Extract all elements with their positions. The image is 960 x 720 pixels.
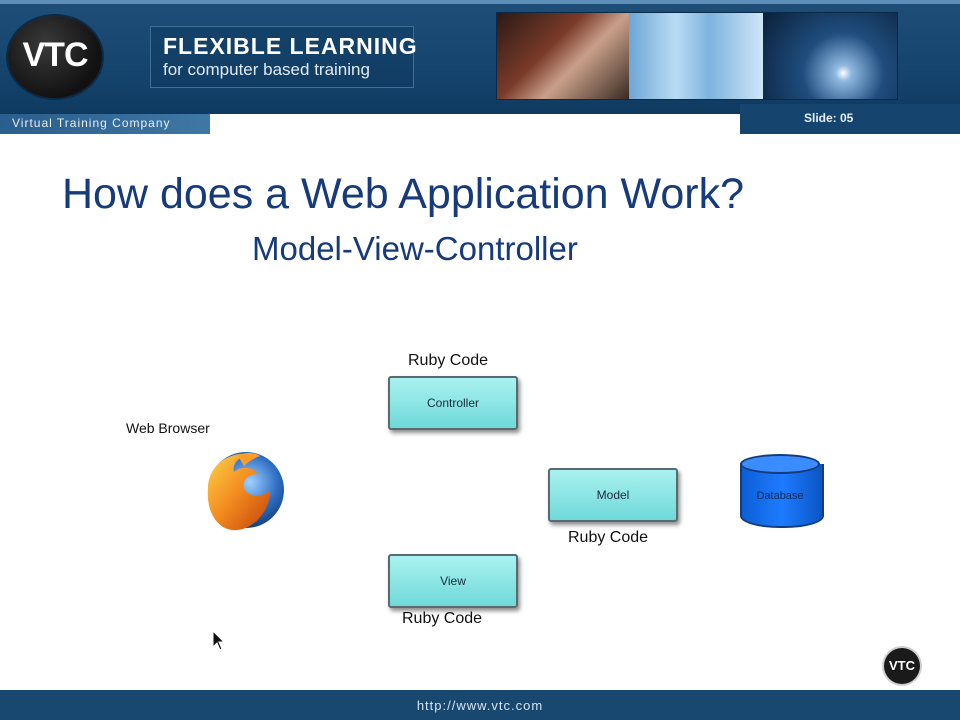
model-caption: Ruby Code: [568, 529, 649, 546]
header-band: [0, 114, 960, 134]
header-top-line: [0, 0, 960, 4]
controller-label: Controller: [426, 396, 480, 410]
vtc-logo-text: VTC: [22, 36, 89, 74]
controller-box: Controller: [388, 376, 518, 430]
slide-title: How does a Web Application Work?: [62, 170, 744, 218]
brand-box: FLEXIBLE LEARNING for computer based tra…: [150, 26, 417, 88]
controller-caption: Ruby Code: [408, 352, 489, 369]
slide-subtitle: Model-View-Controller: [252, 230, 578, 267]
vtc-corner-logo: VTC: [884, 648, 920, 684]
brand-subtitle: for computer based training: [163, 60, 370, 79]
slide-number: Slide: 05: [804, 111, 854, 125]
database-label: Database: [756, 490, 804, 502]
header-photo-strip: [496, 12, 898, 100]
database-cylinder: Database: [740, 454, 824, 532]
database-top: [740, 454, 820, 474]
header-photo-hands: [497, 13, 629, 99]
database-body: [740, 464, 824, 528]
view-box: View: [388, 554, 518, 608]
mouse-pointer-icon: [212, 630, 226, 651]
firefox-icon: [207, 452, 284, 531]
view-label: View: [440, 574, 466, 588]
company-name: Virtual Training Company: [12, 116, 171, 130]
footer-url: http://www.vtc.com: [416, 698, 544, 713]
slide-number-band: [740, 104, 960, 134]
vtc-corner-logo-text: VTC: [889, 658, 915, 673]
header-photo-building: [629, 13, 763, 99]
vtc-logo: VTC: [8, 16, 102, 98]
company-band: [0, 114, 210, 134]
view-caption: Ruby Code: [402, 610, 483, 627]
brand-title: FLEXIBLE LEARNING: [163, 33, 418, 59]
header-photo-earth: [763, 13, 897, 99]
model-label: Model: [596, 488, 630, 502]
slide-footer: [0, 690, 960, 720]
web-browser-label: Web Browser: [126, 420, 210, 436]
model-box: Model: [548, 468, 678, 522]
